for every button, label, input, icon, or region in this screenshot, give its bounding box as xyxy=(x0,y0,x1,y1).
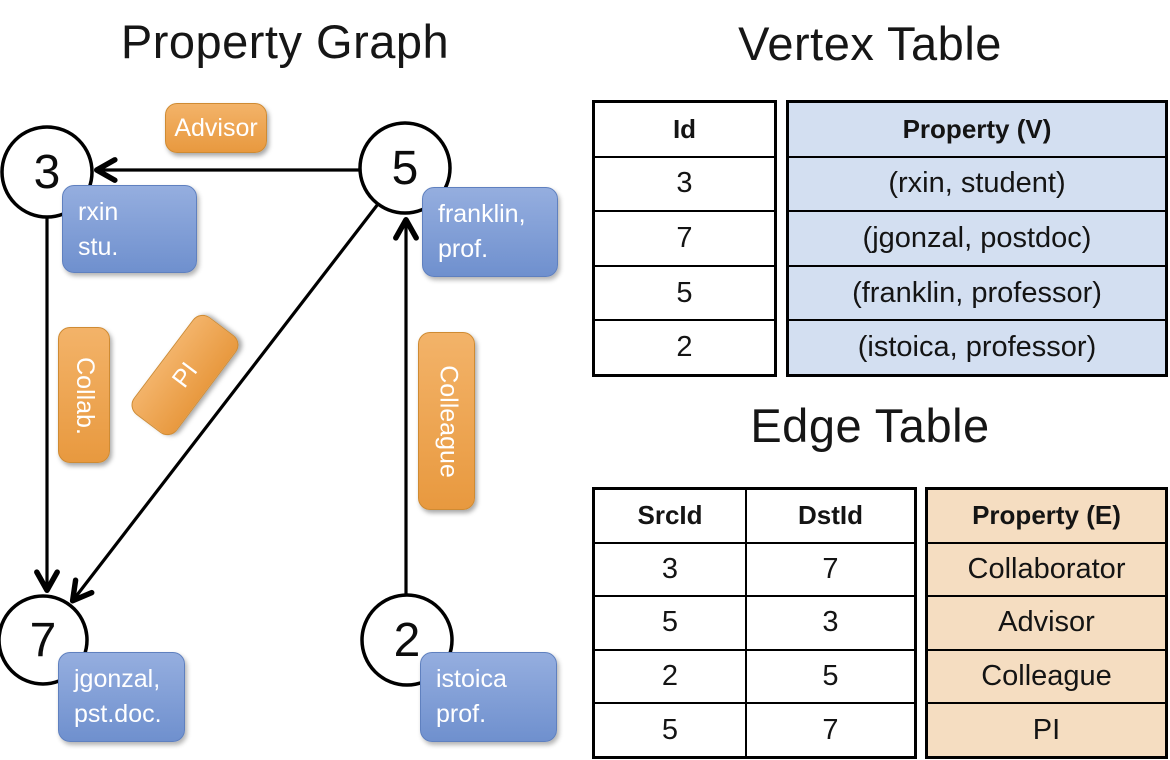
vertex-2-line1: istoica xyxy=(436,665,507,693)
vertex-property-header: Property (V) xyxy=(789,103,1165,156)
vertex-3-line2: stu. xyxy=(78,232,119,261)
vertex-2-line2: prof. xyxy=(436,699,487,728)
edge-row-property: Advisor xyxy=(928,597,1165,649)
vertex-row-property: (rxin, student) xyxy=(789,157,1165,211)
edge-row-property: Colleague xyxy=(928,650,1165,703)
vertex-id-header: Id xyxy=(672,113,697,144)
vertex-7-line1: jgonzal, xyxy=(74,665,161,693)
vertex-5-line1: franklin, xyxy=(438,200,526,228)
vertex-table-property-column: Property (V) (rxin, student) (jgonzal, p… xyxy=(786,100,1168,377)
vertex-5-line2: prof. xyxy=(438,234,489,263)
edge-row-src: 2 xyxy=(661,660,679,693)
edge-row-property: Collaborator xyxy=(928,543,1165,596)
vertex-property-box-3: rxin stu. xyxy=(62,185,197,273)
vertex-property-box-7: jgonzal, pst.doc. xyxy=(58,652,185,742)
vertex-7-line2: pst.doc. xyxy=(74,699,162,728)
node-7-id: 7 xyxy=(29,613,57,667)
edge-label-advisor: Advisor xyxy=(165,103,267,153)
edge-row-dst: 3 xyxy=(745,597,914,649)
vertex-table-title: Vertex Table xyxy=(738,17,1002,70)
node-3-id: 3 xyxy=(33,145,61,199)
edge-label-collab: Collab. xyxy=(58,327,110,463)
vertex-row-id: 5 xyxy=(676,276,693,309)
vertex-property-box-2: istoica prof. xyxy=(420,652,557,742)
edge-table-title: Edge Table xyxy=(750,399,990,452)
vertex-table-id-column: Id 3 7 5 2 xyxy=(592,100,777,377)
edge-table-property-column: Property (E) Collaborator Advisor Collea… xyxy=(925,487,1168,759)
vertex-row-id: 3 xyxy=(676,167,693,200)
node-2-id: 2 xyxy=(393,613,421,667)
graph-panel-title: Property Graph xyxy=(120,15,450,68)
vertex-row-property: (jgonzal, postdoc) xyxy=(789,212,1165,265)
edge-label-collab-text: Collab. xyxy=(71,357,100,435)
edge-row-dst: 5 xyxy=(745,650,914,703)
edge-label-advisor-text: Advisor xyxy=(174,113,258,142)
edge-5-to-7-pi xyxy=(69,203,380,604)
edge-row-src: 5 xyxy=(661,713,679,746)
edge-row-src: 5 xyxy=(661,606,679,639)
vertex-3-line1: rxin xyxy=(78,198,119,226)
edge-row-src: 3 xyxy=(661,552,679,585)
vertex-row-property: (franklin, professor) xyxy=(789,266,1165,320)
edge-src-header: SrcId xyxy=(637,500,703,531)
edge-row-property: PI xyxy=(928,704,1165,756)
edge-table-src-dst-columns: SrcId DstId 3 7 5 3 2 5 5 7 xyxy=(592,487,917,759)
edge-property-header: Property (E) xyxy=(928,490,1165,542)
vertex-row-property: (istoica, professor) xyxy=(789,321,1165,374)
edge-row-dst: 7 xyxy=(745,704,914,756)
edge-label-colleague: Colleague xyxy=(418,332,475,510)
vertex-row-id: 2 xyxy=(676,331,693,364)
node-5-id: 5 xyxy=(391,141,419,195)
vertex-row-id: 7 xyxy=(676,221,693,254)
edge-dst-header: DstId xyxy=(745,490,914,542)
vertex-property-box-5: franklin, prof. xyxy=(422,187,558,277)
edge-row-dst: 7 xyxy=(745,543,914,596)
edge-label-colleague-text: Colleague xyxy=(434,365,463,478)
